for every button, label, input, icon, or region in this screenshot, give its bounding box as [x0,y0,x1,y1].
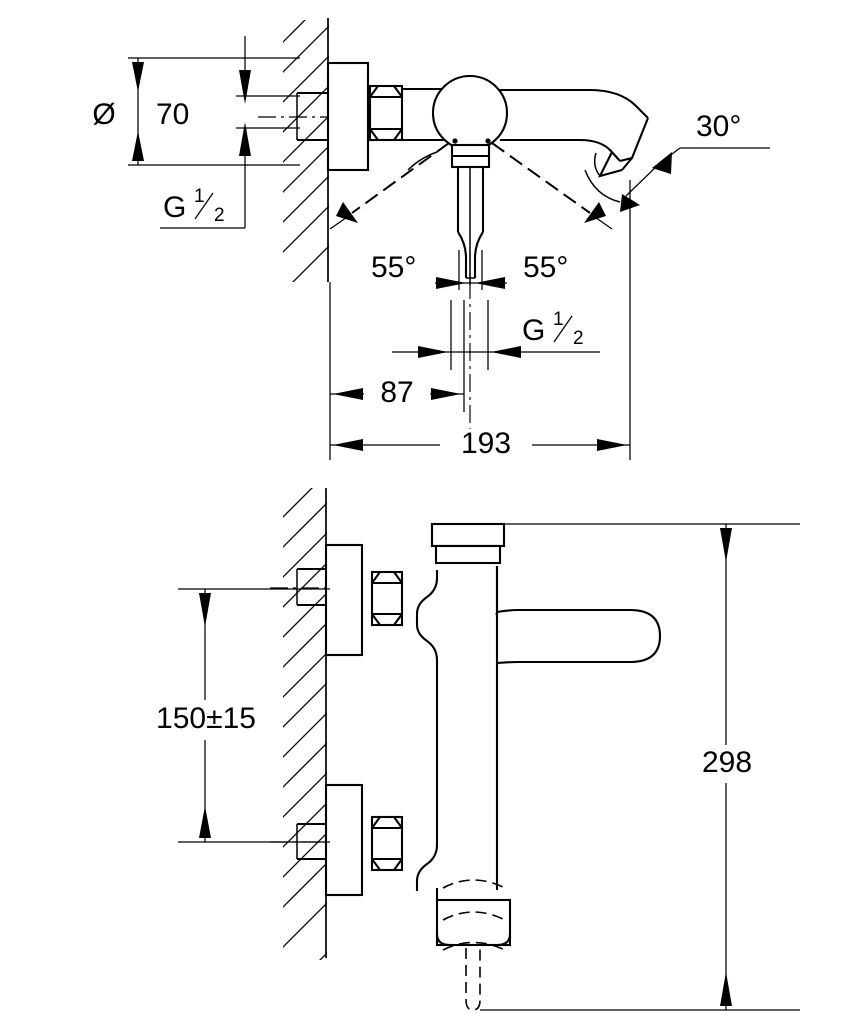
dim-arrow-87-left [333,388,363,400]
dim-150-group: 150±15 [132,588,330,843]
dim-label-spout-swivel-angle: 30° [696,110,741,143]
dim-label-escutcheon-diameter: 70 [156,98,189,131]
dim-label-overall-projection: 193 [461,427,511,460]
top-cap-assembly [430,522,506,565]
angle-55-left-group: 55° [371,251,416,284]
dim-arrow-d70-bottom [132,131,144,161]
hex-nut-top-view [368,84,404,142]
swivel-range-right [491,142,613,230]
dim-arrow-298-top [720,528,732,562]
swivel-range-left [329,142,450,230]
dim-label-overall-height: 298 [702,746,752,779]
top-view-group: Ø 70 G 1 2 30° [92,18,770,462]
mixer-body-column-front [415,566,499,891]
dim-arrow-inner-top [239,70,251,104]
thread-callout-center-group: G 1 2 [392,300,600,370]
swivel-arrow-left [336,202,358,223]
wall-hatching-top [283,20,329,282]
diameter-70-dimension-group: Ø 70 [92,57,300,166]
escutcheon-top-view [326,61,370,172]
upper-escutcheon [324,543,364,657]
lever-top-view [450,143,491,285]
angle-55-right-group: 55° [523,251,568,284]
bottom-aerator-assembly [435,879,512,1011]
dim-arrow-150-top [199,593,211,627]
lever-axis-arrow-left [436,277,466,289]
front-view-group: 150±15 298 [132,488,800,1011]
thread-dim-arrow-left [418,346,448,358]
dim-label-lever-swing-right: 55° [523,251,568,284]
lower-escutcheon [324,783,364,897]
dim-193-group: 193 [330,180,631,462]
wall-section-top [283,18,329,282]
dim-298-group: 298 [480,523,800,1011]
spout-arm-top-view [498,88,649,162]
spout-tip-top-view [593,117,649,178]
thread-callout-center-numerator: 1 [553,309,564,330]
dim-87-group: 87 [329,282,465,460]
lever-handle-front-view [495,608,662,665]
body-marker-dot-left [452,138,458,144]
dim-arrow-87-right [431,388,461,400]
wall-hatching-front [283,488,327,960]
dim-label-inlet-centre-distance: 150±15 [156,702,256,735]
dim-arrow-d70-top [132,62,144,92]
lever-axis-arrow-right [475,277,505,289]
dim-arrow-193-left [333,439,363,451]
upper-hex-nut [370,570,404,627]
dim-arrow-30deg [652,152,672,174]
mixer-body-circle-top-view [431,74,509,152]
thread-callout-center-denominator: 2 [573,328,584,349]
thread-callout-left-numerator: 1 [194,186,205,207]
swivel-arrow-right [584,202,606,223]
dim-arrow-193-right [597,439,627,451]
lever-axis-arrow-pair [435,250,507,452]
dim-arrow-150-bottom [199,806,211,838]
inlet-pipe-stub-top [258,91,336,142]
thread-callout-left-group: G 1 2 [160,186,246,229]
dim-label-wall-to-lever: 87 [380,376,413,409]
diameter-symbol: Ø [92,98,115,131]
escutcheon-thickness-marks [236,36,300,190]
thread-callout-left-denominator: 2 [214,205,225,226]
thread-callout-left-letter: G [163,191,186,224]
body-marker-dot-right [485,138,491,144]
thread-dim-arrow-right [491,346,521,358]
lower-hex-nut [370,815,404,872]
dim-label-lever-swing-left: 55° [371,251,416,284]
thread-callout-center-letter: G [522,314,545,347]
dim-arrow-inner-bottom [239,122,251,156]
dim-arrow-298-bottom [720,972,732,1006]
angle-30-dimension-group: 30° [625,110,770,197]
